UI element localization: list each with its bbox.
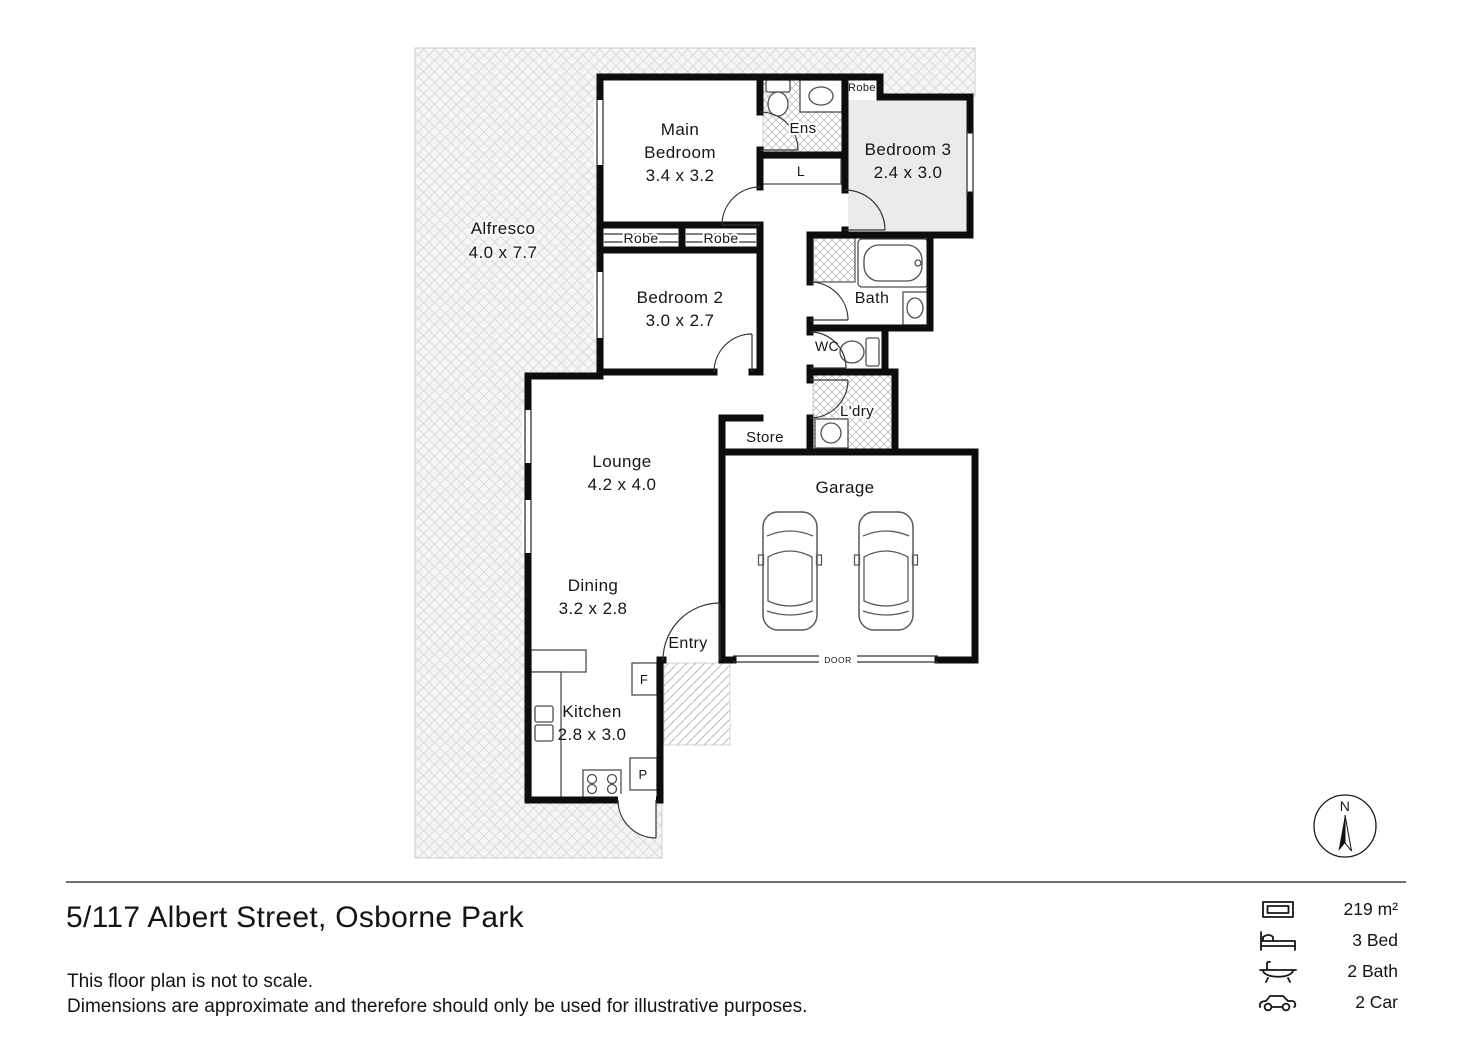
dining-label: Dining (568, 576, 619, 595)
compass-needle-light (1344, 814, 1352, 852)
fridge-label: F (640, 672, 648, 687)
bath-door-arc (809, 281, 849, 321)
entry-porch (663, 662, 731, 746)
garage-door-label: DOOR (824, 655, 852, 665)
summary-area-row: 219 m² (1256, 894, 1398, 925)
garage-door (733, 651, 938, 667)
lounge-label: Lounge (592, 452, 651, 471)
main-bedroom-label-2: Bedroom (644, 143, 716, 162)
north-compass: N (1313, 794, 1377, 858)
stove (582, 769, 622, 799)
alfresco-label: Alfresco (471, 219, 536, 238)
page-title: 5/117 Albert Street, Osborne Park (66, 901, 524, 934)
dining-dims: 3.2 x 2.8 (559, 599, 628, 618)
front-door-arc (662, 602, 721, 661)
ensuite-toilet (765, 79, 791, 117)
robe-bed3-label: Robe (848, 82, 876, 94)
bed-value: 3 Bed (1352, 930, 1398, 950)
disclaimer-line-1: This floor plan is not to scale. (67, 971, 314, 992)
car-icon (853, 511, 919, 631)
floor-area-icon (1262, 900, 1294, 918)
kitchen-sink (534, 705, 554, 742)
area-value: 219 m² (1343, 899, 1398, 919)
bath-value: 2 Bath (1347, 961, 1398, 981)
rear-door-arc (617, 799, 657, 839)
laundry-trough (814, 418, 849, 449)
robe-sliding-doors (604, 233, 756, 243)
room-labels: Alfresco 4.0 x 7.7 Main Bedroom 3.4 x 3.… (466, 82, 952, 782)
kitchen-dims: 2.8 x 3.0 (558, 725, 627, 744)
main-bedroom-door-arc (721, 186, 761, 226)
compass-needle-dark (1338, 815, 1345, 851)
car-value: 2 Car (1355, 992, 1398, 1012)
bath-icon (1259, 960, 1297, 983)
windows (522, 100, 974, 553)
kitchen-label: Kitchen (562, 702, 622, 721)
laundry-label: L'dry (840, 403, 874, 420)
entry-label: Entry (668, 635, 707, 652)
bedroom3-dims: 2.4 x 3.0 (874, 163, 943, 182)
main-bedroom-label-1: Main (661, 120, 699, 139)
bathroom-vanity (902, 291, 929, 326)
store-label: Store (746, 429, 784, 446)
pantry (629, 757, 658, 791)
laundry-door-arc (809, 379, 849, 419)
alfresco-dims: 4.0 x 7.7 (469, 243, 538, 262)
summary-bath-row: 2 Bath (1256, 956, 1398, 987)
lounge-dims: 4.2 x 4.0 (588, 475, 657, 494)
walls (524, 73, 979, 804)
kitchen-bench (530, 649, 587, 799)
bedroom3-label: Bedroom 3 (865, 140, 952, 159)
ensuite-door-arc (759, 111, 799, 151)
robe-label-1: Robe (623, 230, 658, 246)
car-icon (757, 511, 823, 631)
bedroom2-door-arc (713, 333, 753, 373)
shower (812, 237, 856, 283)
car-side-icon (1258, 994, 1297, 1011)
summary-car-row: 2 Car (1256, 987, 1398, 1018)
door-swings (617, 111, 886, 839)
wc-toilet (839, 337, 880, 367)
wc-door-arc (809, 331, 847, 369)
property-summary: 219 m² 3 Bed 2 Bath 2 Car (1256, 894, 1398, 1018)
bedroom3-shading (848, 100, 966, 231)
linen-cupboard (761, 157, 842, 185)
linen-label: L (797, 163, 805, 179)
main-bedroom-dims: 3.4 x 3.2 (646, 166, 715, 185)
summary-bed-row: 3 Bed (1256, 925, 1398, 956)
wc-label: WC (815, 338, 839, 354)
bedroom3-door-arc (844, 189, 886, 231)
disclaimer-line-2: Dimensions are approximate and therefore… (67, 996, 808, 1017)
bed-icon (1260, 930, 1296, 951)
bath-label: Bath (855, 290, 890, 307)
ensuite-vanity (799, 79, 843, 113)
bedroom2-label: Bedroom 2 (637, 288, 724, 307)
pantry-label: P (638, 767, 647, 782)
bedroom2-dims: 3.0 x 2.7 (646, 311, 715, 330)
ensuite-label: Ens (789, 120, 816, 137)
garage-label: Garage (815, 478, 874, 497)
compass-north-label: N (1340, 798, 1351, 814)
robe-label-2: Robe (703, 230, 738, 246)
bathtub (857, 238, 929, 288)
